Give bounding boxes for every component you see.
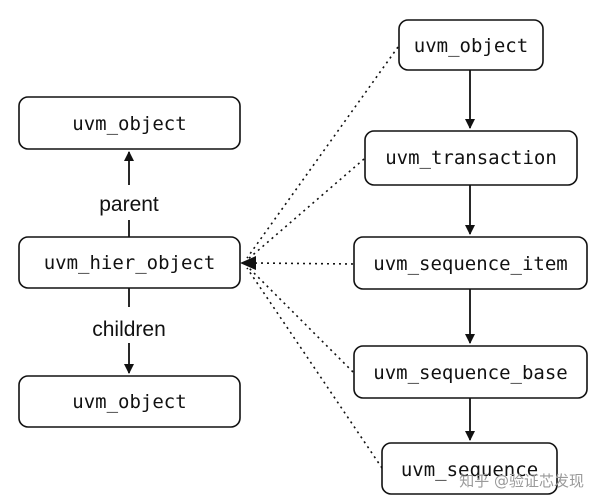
node-uvm-hier-object-label: uvm_hier_object (44, 252, 216, 274)
node-right-uvm-object-label: uvm_object (414, 35, 528, 57)
dotted-arrowhead (240, 256, 256, 270)
dotted-line-sequence-base (246, 265, 354, 373)
edge-label-children: children (92, 318, 166, 341)
node-uvm-transaction: uvm_transaction (364, 130, 578, 186)
node-uvm-sequence-label: uvm_sequence (401, 459, 538, 481)
node-uvm-sequence-item-label: uvm_sequence_item (373, 253, 567, 275)
node-uvm-hier-object: uvm_hier_object (18, 236, 241, 289)
node-left-child-object-label: uvm_object (72, 391, 186, 413)
node-uvm-sequence-base: uvm_sequence_base (353, 345, 588, 399)
dotted-line-transaction (246, 158, 365, 261)
dotted-line-sequence-item (251, 262, 354, 265)
node-uvm-sequence-item: uvm_sequence_item (353, 236, 588, 290)
edge-label-parent: parent (99, 193, 159, 216)
node-uvm-transaction-label: uvm_transaction (385, 147, 557, 169)
dotted-line-object (246, 46, 399, 259)
dotted-connectors (246, 46, 399, 469)
watermark-text: 知乎 @验证芯发现 (459, 472, 584, 490)
dotted-line-sequence (246, 267, 383, 469)
node-left-parent-object: uvm_object (18, 96, 241, 150)
node-right-uvm-object: uvm_object (398, 19, 544, 71)
node-left-parent-object-label: uvm_object (72, 113, 186, 135)
node-left-child-object: uvm_object (18, 375, 241, 428)
solid-arrows (124, 70, 475, 441)
node-uvm-sequence: uvm_sequence (381, 442, 558, 495)
node-uvm-sequence-base-label: uvm_sequence_base (373, 362, 567, 384)
